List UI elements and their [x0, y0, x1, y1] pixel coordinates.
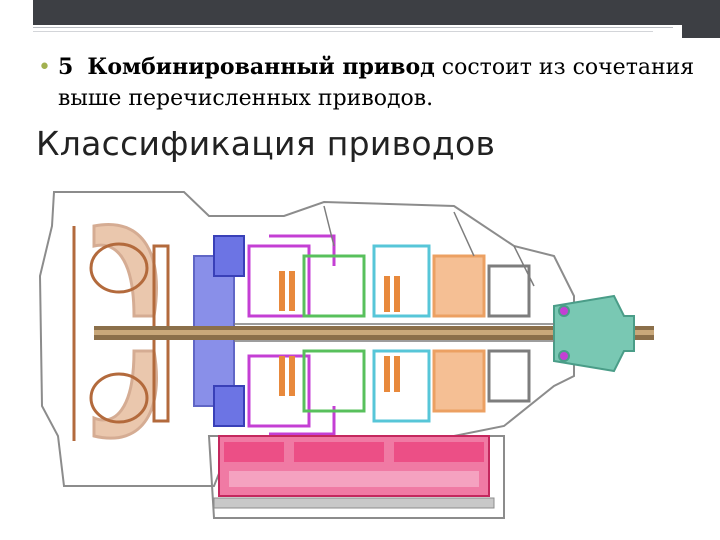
top-thin-line: [33, 27, 673, 28]
torque-converter: [72, 223, 170, 441]
bullet-icon: •: [38, 55, 51, 80]
output-flange: [553, 294, 635, 373]
slide-heading: Классификация приводов: [36, 124, 496, 163]
magenta-clutches: [247, 234, 336, 436]
bullet-text: 5 Комбинированный привод состоит из соче…: [58, 52, 698, 114]
internal-details: [234, 205, 554, 342]
friction-discs: [279, 271, 400, 396]
bullet-bold-text: Комбинированный привод: [87, 54, 435, 80]
bullet-rest-text: состоит из сочетания выше перечисленных …: [58, 55, 695, 111]
top-thin-line-2: [33, 31, 653, 32]
bullet-number: 5: [58, 54, 74, 80]
top-dark-band: [33, 0, 720, 25]
planetary-sets: [302, 244, 531, 423]
main-shaft: [94, 326, 654, 340]
top-decoration-bar: [0, 0, 720, 38]
top-corner-accent: [682, 0, 720, 38]
bullet-paragraph: • 5 Комбинированный привод состоит из со…: [38, 52, 698, 114]
transmission-cutaway-diagram: [38, 191, 654, 519]
valve-body: [213, 435, 495, 509]
